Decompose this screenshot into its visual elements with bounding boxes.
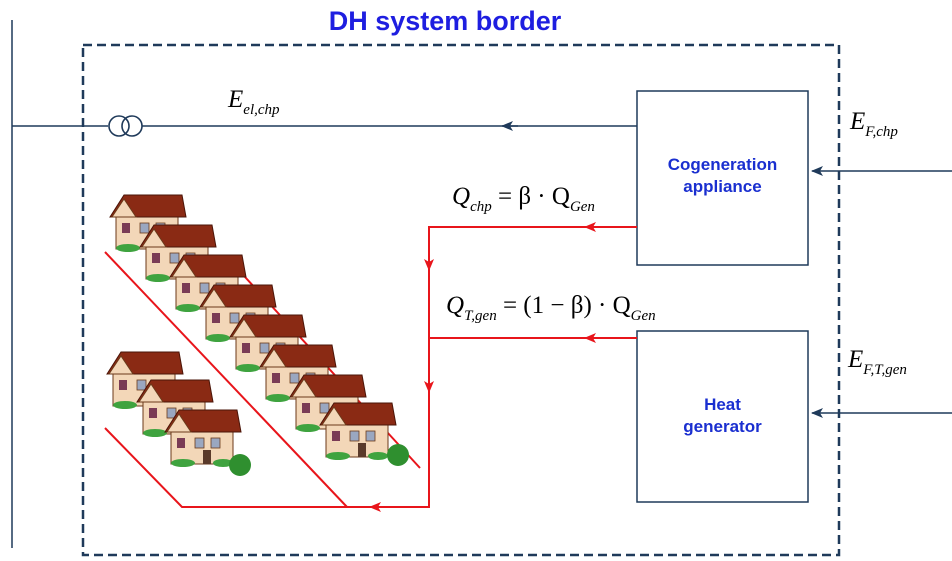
transformer-icon [108, 115, 143, 137]
label-q-t-gen: QT,gen = (1 − β) · QGen [446, 292, 656, 325]
label-e-el-chp-base: E [228, 86, 244, 113]
label-e-f-chp: EF,chp [850, 108, 898, 141]
label-q-chp: Qchp = β · QGen [452, 183, 595, 216]
cogeneration-label: Cogeneration appliance [637, 154, 808, 198]
heat-generator-label-line2: generator [683, 417, 762, 436]
house-icon [164, 409, 242, 467]
label-e-f-chp-base: E [850, 108, 866, 135]
label-q-chp-lhs: Q [452, 183, 471, 210]
bush-icon [387, 444, 409, 466]
label-e-el-chp: Eel,chp [228, 86, 280, 119]
label-q-t-gen-lhs: Q [446, 292, 465, 319]
label-q-chp-lhs-sub: chp [470, 199, 492, 215]
label-q-t-gen-rhs: = (1 − β) · Q [502, 292, 631, 319]
cogeneration-box [636, 90, 809, 266]
cogeneration-label-line2: appliance [683, 177, 762, 196]
house-icon [319, 402, 397, 460]
heat-generator-box [636, 330, 809, 503]
houses-group [106, 194, 409, 476]
label-e-f-chp-sub: F,chp [865, 124, 898, 140]
cogeneration-label-line1: Cogeneration [667, 155, 778, 174]
label-q-chp-rhs: = β · Q [497, 183, 570, 210]
label-e-f-t-gen: EF,T,gen [848, 346, 907, 379]
system-border [81, 43, 841, 557]
label-e-el-chp-sub: el,chp [243, 102, 280, 118]
label-e-f-t-gen-base: E [848, 346, 864, 373]
label-q-chp-rhs-sub: Gen [569, 199, 595, 215]
heat-generator-label: Heat generator [637, 394, 808, 438]
label-q-t-gen-rhs-sub: Gen [630, 308, 656, 324]
bush-icon [229, 454, 251, 476]
heat-generator-label-line1: Heat [704, 395, 741, 414]
diagram-title: DH system border [328, 6, 562, 36]
house-icon [139, 224, 217, 282]
label-e-f-t-gen-sub: F,T,gen [863, 362, 907, 378]
label-q-t-gen-lhs-sub: T,gen [464, 308, 497, 324]
